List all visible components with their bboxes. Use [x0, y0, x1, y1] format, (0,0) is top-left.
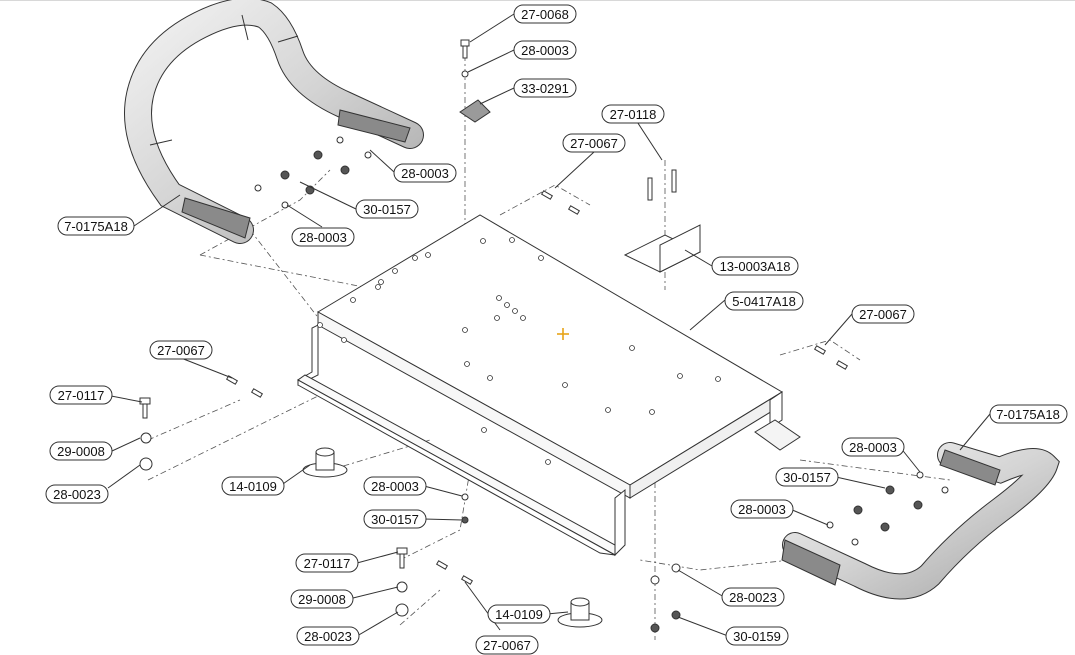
crosshair-icon	[557, 328, 569, 340]
callout-text: 28-0023	[304, 629, 352, 644]
callout-c16: 29-0008	[49, 441, 113, 461]
main-pan	[297, 214, 801, 557]
callout-c29: 28-0023	[721, 587, 785, 607]
callout-text: 30-0157	[371, 512, 419, 527]
callout-c24: 27-0117	[295, 553, 359, 573]
callout-text: 28-0003	[401, 166, 449, 181]
callout-text: 27-0068	[521, 7, 569, 22]
callout-c5: 27-0067	[562, 133, 626, 153]
callout-c23: 28-0003	[730, 499, 794, 519]
callout-c14: 27-0067	[149, 340, 213, 360]
top-border	[0, 0, 1075, 1]
callout-text: 5-0417A18	[732, 294, 796, 309]
callout-text: 27-0117	[304, 556, 351, 571]
callout-c25: 29-0008	[290, 589, 354, 609]
callout-text: 30-0159	[733, 629, 781, 644]
callout-c4: 27-0118	[601, 104, 665, 124]
callout-text: 28-0003	[849, 440, 897, 455]
callout-text: 27-0067	[570, 136, 618, 151]
callout-text: 27-0067	[859, 307, 907, 322]
callout-text: 28-0003	[299, 230, 347, 245]
callout-c26: 28-0023	[296, 626, 360, 646]
hardware	[139, 39, 949, 633]
callout-c9: 7-0175A18	[57, 216, 135, 236]
callout-c1: 27-0068	[513, 4, 577, 24]
callout-c22: 30-0157	[775, 467, 839, 487]
callout-c7: 30-0157	[355, 199, 419, 219]
callout-text: 27-0118	[610, 107, 657, 122]
callout-text: 13-0003A18	[720, 259, 791, 274]
callout-text: 28-0003	[738, 502, 786, 517]
callout-text: 30-0157	[363, 202, 411, 217]
callout-c11: 5-0417A18	[724, 291, 804, 311]
callout-text: 28-0023	[53, 487, 101, 502]
callout-text: 7-0175A18	[64, 219, 128, 234]
callout-c10: 13-0003A18	[711, 256, 799, 276]
callout-c20: 30-0157	[363, 509, 427, 529]
callout-text: 33-0291	[521, 81, 569, 96]
callout-leaders	[105, 13, 991, 637]
callout-text: 29-0008	[298, 592, 346, 607]
callout-text: 14-0109	[495, 607, 543, 622]
callout-c15: 27-0117	[49, 385, 113, 405]
callout-c17: 28-0023	[45, 484, 109, 504]
callout-c18: 14-0109	[221, 476, 285, 496]
callout-text: 28-0023	[729, 590, 777, 605]
callout-c6: 28-0003	[393, 163, 457, 183]
callout-c19: 28-0003	[363, 476, 427, 496]
callout-c12: 27-0067	[851, 304, 915, 324]
callout-c2: 28-0003	[513, 40, 577, 60]
callout-text: 27-0067	[483, 638, 531, 653]
callout-c13: 7-0175A18	[989, 404, 1068, 424]
callout-text: 30-0157	[783, 470, 831, 485]
callout-c8: 28-0003	[291, 227, 355, 247]
callout-c27: 14-0109	[487, 604, 551, 624]
callout-text: 27-0067	[157, 343, 205, 358]
pan-holes	[317, 237, 721, 465]
callout-c3: 33-0291	[513, 78, 577, 98]
callout-text: 7-0175A18	[996, 407, 1060, 422]
right-handle	[781, 442, 1060, 600]
callout-text: 28-0003	[371, 479, 419, 494]
left-handle	[124, 0, 424, 244]
callout-text: 28-0003	[521, 43, 569, 58]
callout-c28: 27-0067	[475, 635, 539, 655]
callout-text: 27-0117	[58, 388, 105, 403]
callout-c21: 28-0003	[841, 437, 905, 457]
callout-c30: 30-0159	[725, 626, 789, 646]
callout-text: 29-0008	[57, 444, 105, 459]
callout-text: 14-0109	[229, 479, 277, 494]
